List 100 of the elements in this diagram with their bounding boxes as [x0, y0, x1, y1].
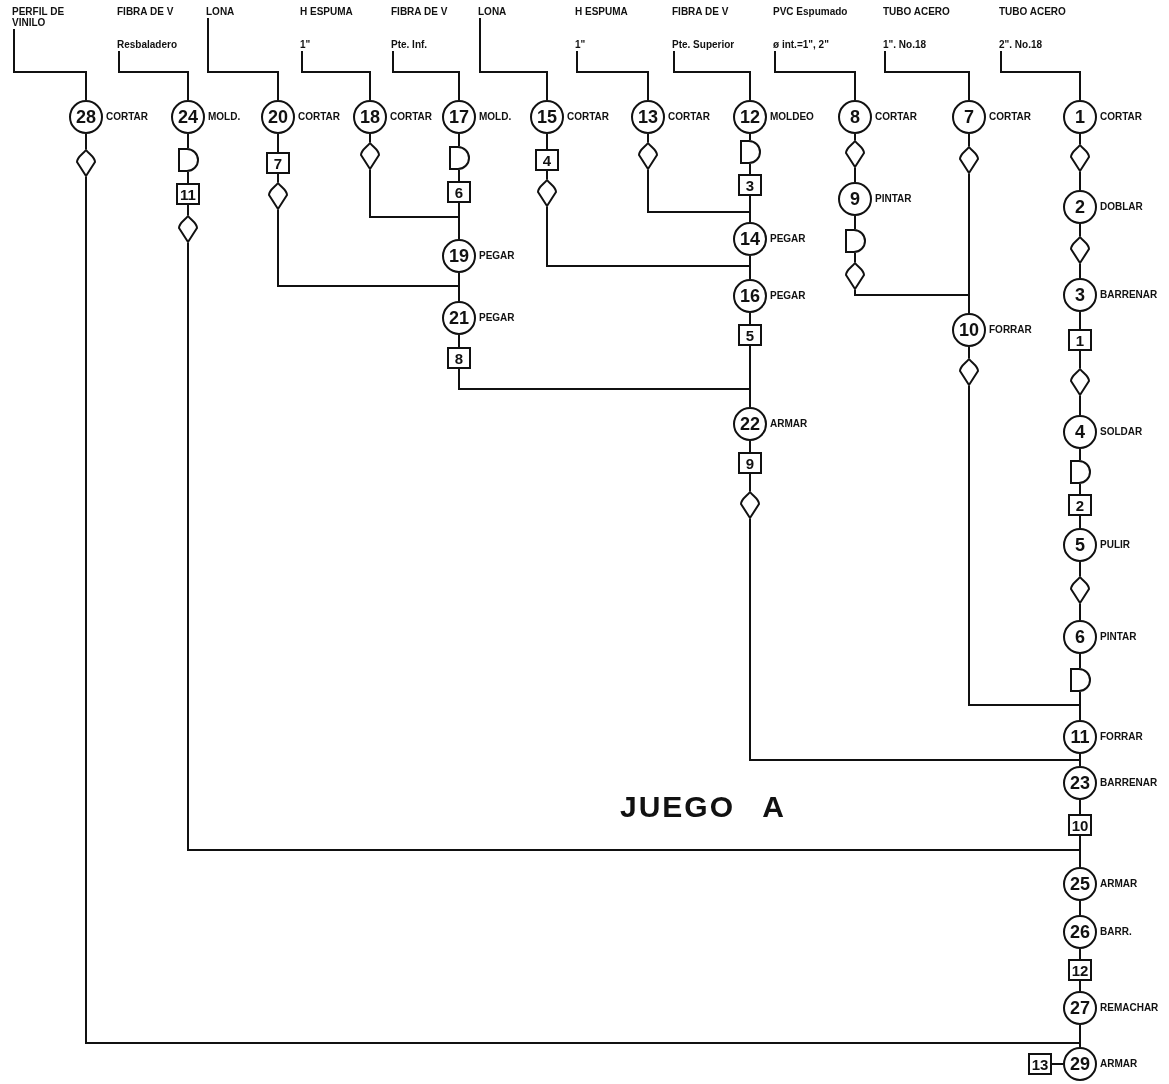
operation-label: CORTAR — [298, 111, 341, 122]
operation-label: PEGAR — [770, 233, 806, 244]
inspection-square: 9 — [738, 452, 762, 474]
delay-symbol — [177, 148, 199, 172]
operation-label: DOBLAR — [1100, 201, 1143, 212]
operation-label: ARMAR — [770, 418, 808, 429]
operation-label: FORRAR — [1100, 731, 1143, 742]
operation-circle: 9 — [838, 182, 872, 216]
flow-line — [187, 204, 189, 216]
delay-symbol — [448, 146, 470, 170]
flow-line — [479, 17, 548, 101]
flow-line — [774, 50, 856, 101]
drop-symbol — [845, 140, 865, 168]
flow-line — [1079, 900, 1081, 916]
inspection-square: 8 — [447, 347, 471, 369]
flow-line — [1079, 350, 1081, 369]
operation-label: PINTAR — [1100, 631, 1137, 642]
material-label: PERFIL DE VINILO — [12, 6, 66, 28]
flow-line — [1079, 483, 1081, 495]
drop-symbol — [1070, 236, 1090, 264]
flow-line — [301, 50, 371, 101]
flow-line — [1079, 311, 1081, 330]
operation-label: PEGAR — [770, 290, 806, 301]
inspection-square: 7 — [266, 152, 290, 174]
material-label: TUBO ACERO — [883, 6, 951, 17]
operation-circle: 22 — [733, 407, 767, 441]
inspection-square: 10 — [1068, 814, 1092, 836]
operation-circle: 28 — [69, 100, 103, 134]
operation-label: MOLDEO — [770, 111, 814, 122]
flow-line — [546, 170, 548, 180]
flow-line — [749, 312, 751, 325]
inspection-square: 6 — [447, 181, 471, 203]
flow-line — [1079, 980, 1081, 992]
flow-line — [1079, 799, 1081, 815]
operation-circle: 23 — [1063, 766, 1097, 800]
spec-label: 2". No.18 — [999, 39, 1044, 50]
flow-line — [854, 133, 856, 141]
flow-line — [647, 133, 649, 143]
drop-symbol — [638, 142, 658, 170]
flow-line — [187, 171, 189, 184]
material-label: H ESPUMA — [300, 6, 354, 17]
operation-circle: 8 — [838, 100, 872, 134]
flow-line — [884, 50, 970, 101]
inspection-square: 11 — [176, 183, 200, 205]
flow-line — [118, 50, 189, 101]
drop-symbol — [845, 262, 865, 290]
flow-line — [749, 440, 751, 453]
operation-label: MOLD. — [208, 111, 241, 122]
flow-line — [1079, 561, 1081, 577]
operation-label: MOLD. — [479, 111, 512, 122]
operation-circle: 24 — [171, 100, 205, 134]
material-label: FIBRA DE V — [391, 6, 449, 17]
flow-line — [749, 133, 751, 141]
drop-symbol — [268, 182, 288, 210]
operation-circle: 11 — [1063, 720, 1097, 754]
inspection-square: 2 — [1068, 494, 1092, 516]
operation-circle: 15 — [530, 100, 564, 134]
flow-line — [968, 346, 970, 359]
inspection-square: 1 — [1068, 329, 1092, 351]
operation-circle: 19 — [442, 239, 476, 273]
drop-symbol — [1070, 368, 1090, 396]
operation-label: REMACHAR — [1100, 1002, 1159, 1013]
spec-label: 1" — [575, 39, 587, 50]
operation-label: PULIR — [1100, 539, 1130, 550]
operation-label: CORTAR — [106, 111, 149, 122]
flow-line — [546, 206, 751, 280]
material-label: LONA — [206, 6, 236, 17]
inspection-square: 12 — [1068, 959, 1092, 981]
inspection-square: 13 — [1028, 1053, 1052, 1075]
operation-circle: 1 — [1063, 100, 1097, 134]
spec-label: ø int.=1", 2" — [773, 39, 830, 50]
operation-label: CORTAR — [567, 111, 610, 122]
operation-label: CORTAR — [875, 111, 918, 122]
operation-label: ARMAR — [1100, 878, 1138, 889]
drop-symbol — [360, 142, 380, 170]
flow-line — [369, 169, 460, 240]
flow-line — [854, 289, 970, 314]
flow-line — [854, 167, 856, 183]
material-label: FIBRA DE V — [117, 6, 175, 17]
flow-line — [854, 215, 856, 230]
drop-symbol — [959, 358, 979, 386]
drop-symbol — [1070, 576, 1090, 604]
operation-label: BARRENAR — [1100, 289, 1158, 300]
operation-circle: 17 — [442, 100, 476, 134]
operation-label: CORTAR — [668, 111, 711, 122]
inspection-square: 3 — [738, 174, 762, 196]
flow-line — [1000, 50, 1081, 101]
drop-symbol — [740, 491, 760, 519]
spec-label: Pte. Superior — [672, 39, 736, 50]
operation-circle: 18 — [353, 100, 387, 134]
flow-line — [968, 133, 970, 147]
operation-label: CORTAR — [989, 111, 1032, 122]
flow-line — [1079, 948, 1081, 960]
operation-label: CORTAR — [1100, 111, 1143, 122]
delay-symbol — [1069, 668, 1091, 692]
operation-circle: 26 — [1063, 915, 1097, 949]
flow-line — [1079, 653, 1081, 669]
delay-symbol — [844, 229, 866, 253]
flow-line — [458, 133, 460, 147]
operation-circle: 10 — [952, 313, 986, 347]
